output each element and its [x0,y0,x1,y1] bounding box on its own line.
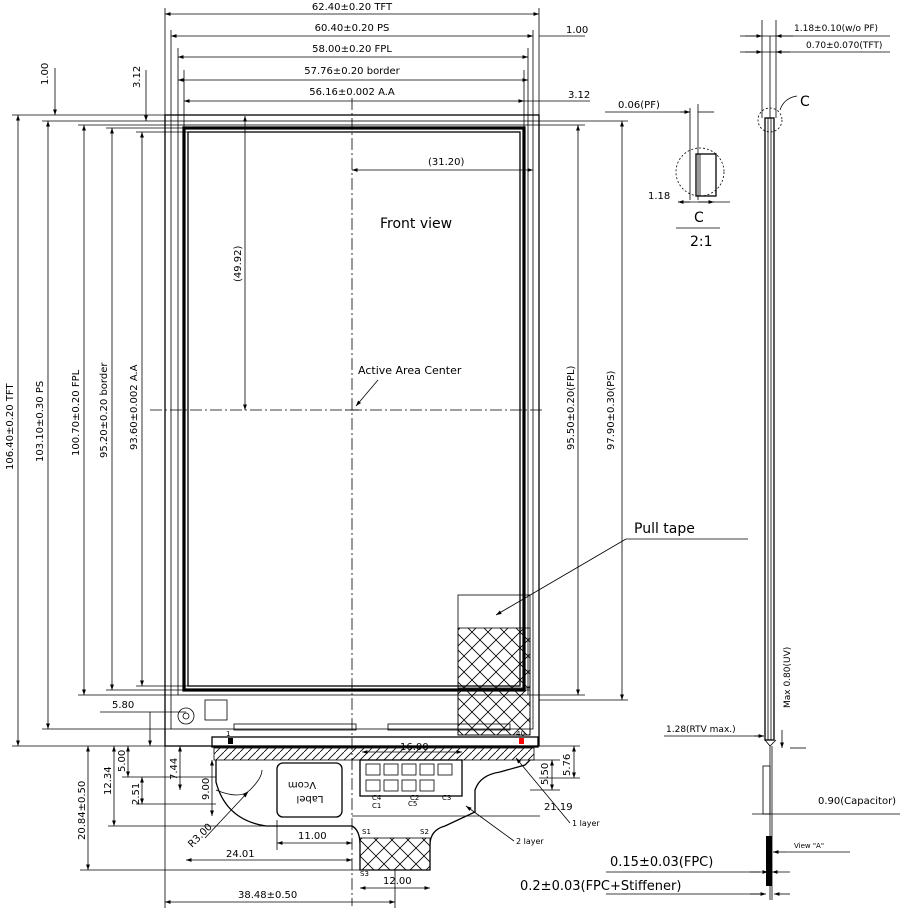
stiffener-s1: S1 [362,828,371,836]
side-view: C 1.18±0.10(w/o PF) 0.70±0.070(TFT) Max … [520,20,900,900]
detail-c: 0.06(PF) 1.18 C 2:1 [605,100,730,250]
detail-scale: 2:1 [690,234,713,250]
dim-95-50-fpl: 95.50±0.20(FPL) [566,365,577,450]
dim-7-44: 7.44 [169,758,180,780]
vcom-label-line1: Vcom [288,779,316,790]
dim-103-10-ps: 103.10±0.30 PS [35,381,46,462]
top-dimensions: 62.40±0.20 TFT 60.40±0.20 PS 58.00±0.20 … [40,2,590,128]
cap-c2: C2 [410,794,419,802]
side-fpc: 0.15±0.03(FPC) [610,855,713,870]
dim-21-19: 21.19 [544,802,573,813]
cap-c3: C3 [442,794,451,802]
dim-106-40-tft: 106.40±0.20 TFT [5,383,16,470]
left-dimensions: 106.40±0.20 TFT 103.10±0.30 PS 100.70±0.… [5,114,360,871]
dim-3-12-right: 3.12 [568,90,590,101]
connector-pads [365,763,453,792]
side-wo-pf: 1.18±0.10(w/o PF) [794,24,878,34]
dim-20-84: 20.84±0.50 [77,781,88,840]
right-dimensions: 95.50±0.20(FPL) 97.90±0.30(PS) [528,120,628,701]
pull-tape [457,594,531,736]
pin-1: 1 [226,730,230,738]
dim-5-00: 5.00 [117,750,128,772]
dim-57-76-border: 57.76±0.20 border [304,66,400,77]
dim-24-01: 24.01 [226,849,255,860]
side-fpc-stiffener: 0.2±0.03(FPC+Stiffener) [520,879,681,894]
cap-c5: C5 [408,800,417,808]
layer2-label: 2 layer [516,837,544,846]
dim-2-51: 2.51 [131,783,142,805]
side-letter: C [800,94,810,110]
stiffener-s2: S2 [420,828,429,836]
dim-49-92: (49.92) [233,245,244,282]
dim-11-00: 11.00 [298,831,327,842]
dim-97-90-ps: 97.90±0.30(PS) [606,370,617,450]
cap-c4: C4 [372,794,382,802]
dim-95-20-border: 95.20±0.20 border [99,362,110,458]
inner-dimensions: (49.92) (31.20) Front view Active Area C… [233,116,748,616]
dim-12-00: 12.00 [383,876,412,887]
dim-93-60-aa: 93.60±0.002 A.A [129,364,140,450]
dim-3-12-left: 3.12 [132,66,143,88]
dim-16-00: 16.00 [400,742,429,753]
side-capacitor: 0.90(Capacitor) [818,796,896,807]
dim-31-20: (31.20) [428,157,465,168]
detail-letter: C [694,210,704,226]
dim-62-40-tft: 62.40±0.20 TFT [312,2,393,13]
detail-1-18: 1.18 [648,191,670,202]
active-area-center-label: Active Area Center [358,364,462,377]
dim-1-00-right: 1.00 [566,25,588,36]
dim-12-34: 12.34 [103,766,114,795]
side-rtv: 1.28(RTV max.) [666,725,736,735]
side-view-a: View "A" [794,842,824,850]
vcom-label-line2: Label [297,793,324,804]
layer1-label: 1 layer [572,819,600,828]
dim-5-50: 5.50 [540,763,551,785]
dim-1-00-left: 1.00 [40,63,51,85]
front-view-label: Front view [380,216,452,232]
stiffener-s3: S3 [360,870,369,878]
pin-40: 40 [516,730,525,738]
detail-pf: 0.06(PF) [618,100,660,111]
dim-9-00: 9.00 [201,778,212,800]
dim-60-40-ps: 60.40±0.20 PS [315,23,390,34]
center-lines [150,98,545,906]
dim-58-00-fpl: 58.00±0.20 FPL [312,44,392,55]
dim-5-80: 5.80 [112,700,134,711]
dim-38-48: 38.48±0.50 [238,890,297,901]
fpc-outline [215,759,531,871]
dim-100-70-fpl: 100.70±0.20 FPL [71,369,82,456]
cap-c1: C1 [372,802,381,810]
pull-tape-label: Pull tape [634,521,695,537]
side-tft: 0.70±0.070(TFT) [806,41,882,51]
dim-56-16-aa: 56.16±0.002 A.A [309,87,395,98]
dim-5-76: 5.76 [562,754,573,776]
side-max-uv: Max 0.80(UV) [783,647,793,708]
